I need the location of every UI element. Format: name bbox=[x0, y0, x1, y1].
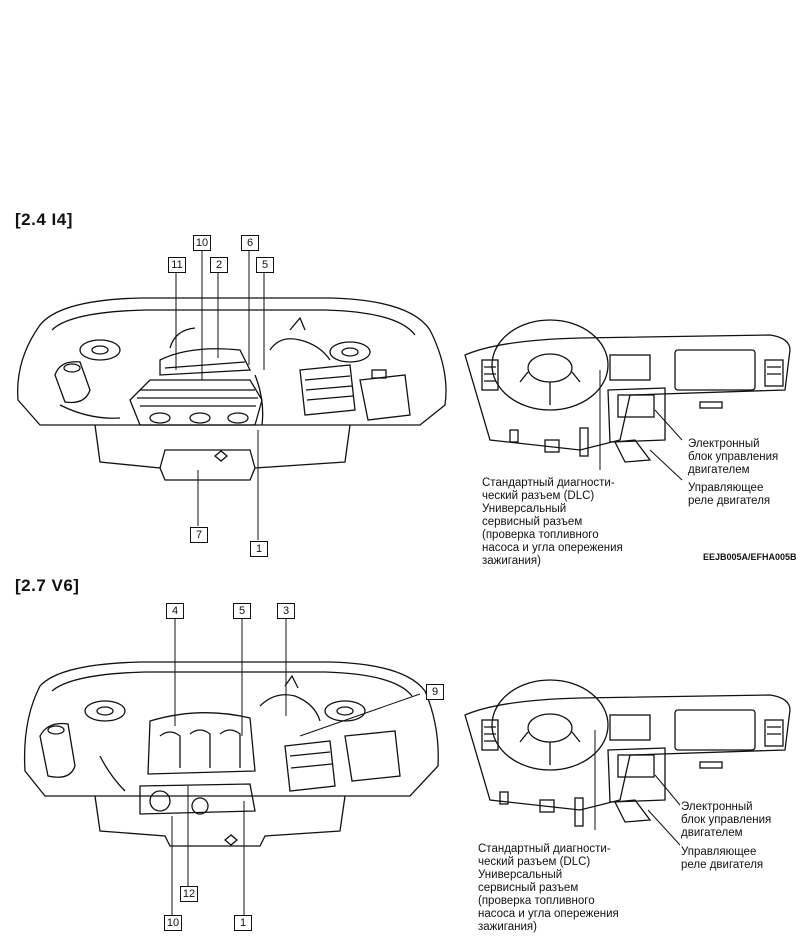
engine-bay-drawing-i4 bbox=[17, 250, 447, 540]
section-heading-v6: [2.7 V6] bbox=[15, 576, 80, 595]
label-dlc-i4: Стандартный диагности- ческий разъем (DL… bbox=[482, 477, 623, 567]
callout-1: 1 bbox=[250, 541, 268, 557]
callout-4: 4 bbox=[166, 603, 184, 619]
callout-11: 11 bbox=[168, 257, 186, 273]
callout-5-v6: 5 bbox=[233, 603, 251, 619]
label-dlc-v6: Стандартный диагности- ческий разъем (DL… bbox=[478, 843, 619, 933]
figure-reference: EEJB005A/EFHA005B bbox=[703, 552, 797, 562]
label-ecm-v6: Электронный блок управления двигателем bbox=[681, 801, 772, 839]
callout-1-v6: 1 bbox=[234, 915, 252, 931]
callout-12: 12 bbox=[180, 886, 198, 902]
callout-6: 6 bbox=[241, 235, 259, 251]
label-relay-i4: Управляющее реле двигателя bbox=[688, 482, 771, 507]
callout-10: 10 bbox=[193, 235, 211, 251]
dashboard-drawing-v6 bbox=[464, 679, 791, 846]
label-relay-v6: Управляющее реле двигателя bbox=[681, 846, 764, 871]
engine-bay-drawing-v6 bbox=[23, 618, 439, 916]
label-ecm-i4: Электронный блок управления двигателем bbox=[688, 438, 779, 476]
dashboard-drawing-i4 bbox=[464, 319, 791, 481]
callout-9: 9 bbox=[426, 684, 444, 700]
callout-2: 2 bbox=[210, 257, 228, 273]
callout-3: 3 bbox=[277, 603, 295, 619]
section-heading-i4: [2.4 I4] bbox=[15, 210, 73, 229]
callout-10-v6: 10 bbox=[164, 915, 182, 931]
callout-5: 5 bbox=[256, 257, 274, 273]
callout-7: 7 bbox=[190, 527, 208, 543]
